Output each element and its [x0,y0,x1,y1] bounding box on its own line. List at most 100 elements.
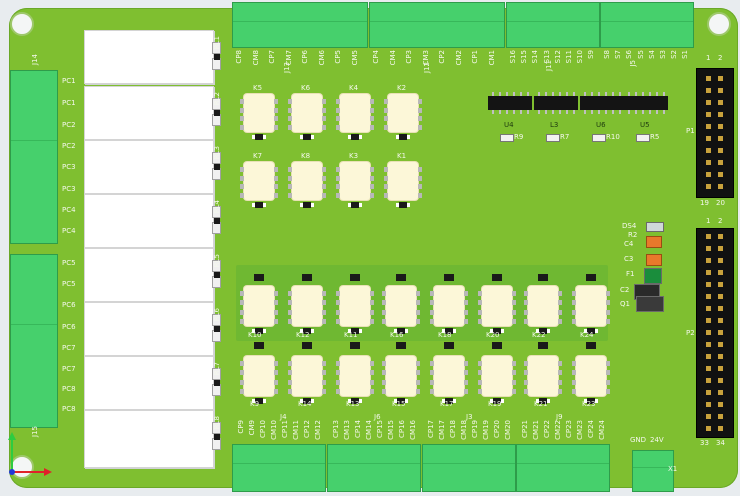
resistor[interactable] [500,134,514,142]
header-p1[interactable] [696,68,734,198]
relay-body[interactable] [84,410,214,468]
top-connector-j5[interactable] [600,2,694,48]
misc-ref: F1 [626,270,635,278]
bottom-connector-j9[interactable] [516,444,610,492]
bottom-connector-j4[interactable] [232,444,326,492]
lower-ic-bot-pad [350,342,360,349]
f1-fuse[interactable] [644,268,662,284]
optocoupler-lower-bottom[interactable] [340,356,370,396]
header-pin [718,282,723,287]
optocoupler-upper[interactable] [340,94,370,132]
optocoupler-upper[interactable] [388,162,418,200]
relay-body[interactable] [84,248,214,302]
relay-ref: RL1 [213,36,221,50]
relay-pin [212,42,221,54]
resistor[interactable] [592,134,606,142]
optocoupler-lower-top[interactable] [386,286,416,326]
ic-pin [384,99,388,104]
ic-pin [430,389,434,394]
header-pin [706,426,711,431]
ds4-led[interactable] [646,222,664,232]
ic-pin [370,370,374,376]
optocoupler-lower-top[interactable] [482,286,512,326]
soic-pin [545,92,547,96]
c4-cap[interactable] [646,236,662,248]
bottom-connector-j3[interactable] [422,444,516,492]
ic-bottom-pad-w [396,203,399,207]
ic-pin [370,116,374,122]
bottom-pin-label: CP18 [449,420,457,439]
optocoupler-upper[interactable] [340,162,370,200]
optocoupler-lower-top[interactable] [434,286,464,326]
lower-ic-top-pad [492,274,502,281]
ic-pin [464,300,468,306]
resistor[interactable] [546,134,560,142]
top-connector-j11[interactable] [506,2,600,48]
optocoupler-lower-bottom[interactable] [386,356,416,396]
ic-pin [430,309,434,315]
ic-pin [240,175,244,181]
relay-body[interactable] [84,86,214,140]
ic-pin [322,193,326,198]
q1-transistor[interactable] [636,296,664,312]
mounting-hole-tr [707,12,731,36]
ic-bottom-pad [351,134,359,140]
optocoupler-lower-bottom[interactable] [244,356,274,396]
relay-body[interactable] [84,302,214,356]
optocoupler-lower-top[interactable] [528,286,558,326]
soic-pin [559,92,561,96]
optocoupler-upper[interactable] [244,94,274,132]
relay-body[interactable] [84,194,214,248]
ic-pin [288,184,292,190]
soic-ref: U4 [504,121,514,129]
left-pin-label: PC6 [62,323,76,331]
optocoupler-lower-top[interactable] [244,286,274,326]
ic-bottom-pad [255,134,263,140]
bottom-connector-j6[interactable] [327,444,421,492]
optocoupler-lower-bottom[interactable] [292,356,322,396]
optocoupler-lower-bottom[interactable] [528,356,558,396]
relay-body[interactable] [84,140,214,194]
optocoupler-upper[interactable] [292,162,322,200]
soic-chip[interactable] [580,96,624,110]
left-connector-j15[interactable] [10,254,58,428]
lower-ic-top-pad [586,274,596,281]
optocoupler-lower-top[interactable] [292,286,322,326]
top-connector-j12[interactable] [369,2,505,48]
soic-pin [499,92,501,96]
p1-pin-1: 1 [706,54,711,62]
ic-pin [322,184,326,190]
power-connector-x1[interactable] [632,450,674,492]
soic-chip[interactable] [624,96,668,110]
optocoupler-upper[interactable] [244,162,274,200]
resistor[interactable] [636,134,650,142]
ic-pin [288,116,292,122]
ic-pin [384,184,388,190]
soic-ref: L3 [550,121,559,129]
relay-body[interactable] [84,356,214,410]
ic-pin [274,361,278,366]
ic-pin [524,291,528,296]
optocoupler-upper[interactable] [388,94,418,132]
soic-chip[interactable] [488,96,532,110]
header-p2[interactable] [696,228,734,438]
relay-body[interactable] [84,30,214,84]
soic-chip[interactable] [534,96,578,110]
optocoupler-upper[interactable] [292,94,322,132]
left-connector-j14[interactable] [10,70,58,244]
optocoupler-lower-bottom[interactable] [482,356,512,396]
header-pin [706,366,711,371]
ic-bottom-pad [539,328,547,334]
top-connector-j13[interactable] [232,2,368,48]
optocoupler-lower-bottom[interactable] [576,356,606,396]
lower-ic-bot-ref: K9 [250,400,260,408]
optocoupler-lower-top[interactable] [576,286,606,326]
left-pin-label: PC8 [62,405,76,413]
header-pin [718,172,723,177]
optocoupler-lower-top[interactable] [340,286,370,326]
optocoupler-lower-bottom[interactable] [434,356,464,396]
p1-pin-19: 19 [700,199,709,207]
c3-cap[interactable] [646,254,662,266]
ic-pin [464,309,468,315]
